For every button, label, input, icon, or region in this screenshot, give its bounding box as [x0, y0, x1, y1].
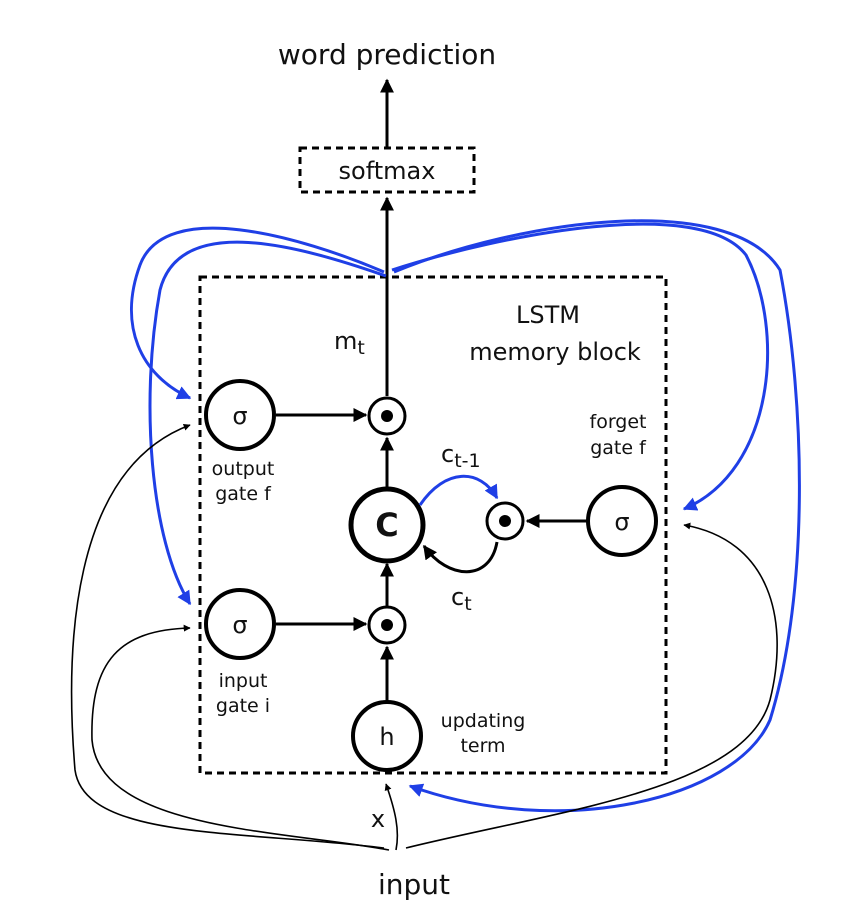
lstm-label: LSTM: [516, 301, 580, 329]
output-gate-label-2: gate f: [215, 483, 272, 505]
output-multiply-dot: [381, 410, 393, 422]
input-to-output-gate-line: [70, 423, 385, 849]
softmax-box: [298, 146, 476, 194]
forget-gate-label-2: gate f: [590, 437, 647, 459]
input-gate-label-1: input: [219, 670, 268, 692]
input-gate-node: [204, 588, 276, 660]
c-prev-recurrent-arrow: [418, 474, 499, 506]
c-prev-label: ct-1: [441, 440, 481, 472]
h-symbol: h: [379, 723, 394, 751]
memory-block-label: memory block: [469, 338, 641, 366]
input-to-updating-term-line: [384, 783, 399, 851]
c-t-label: ct: [451, 583, 472, 615]
forget-multiply-dot: [499, 515, 511, 527]
word-prediction-label: word prediction: [278, 38, 496, 71]
output-gate-node: [204, 379, 276, 451]
h-node: [351, 700, 423, 772]
input-multiply-dot: [381, 619, 393, 631]
recurrent-to-forget-gate: [391, 222, 769, 511]
output-gate-sigma: σ: [232, 402, 247, 430]
cell-symbol: C: [375, 506, 398, 544]
forget-gate-node: [586, 485, 658, 557]
softmax-label: softmax: [339, 157, 436, 185]
input-gate-sigma: σ: [232, 611, 247, 639]
updating-term-label-2: term: [460, 735, 505, 757]
updating-term-label-1: updating: [441, 710, 526, 732]
m-t-label: mt: [334, 327, 365, 359]
recurrent-to-input-gate: [148, 240, 387, 606]
recurrent-to-updating-term: [393, 219, 801, 813]
cell-node: [348, 486, 426, 564]
input-to-forget-gate-line: [405, 522, 778, 849]
recurrent-to-output-gate: [130, 226, 385, 400]
forget-gate-sigma: σ: [614, 508, 629, 536]
forget-gate-label-1: forget: [590, 411, 647, 433]
input-label: input: [378, 868, 450, 901]
lstm-memory-block: [198, 275, 668, 775]
output-gate-label-1: output: [212, 458, 275, 480]
input-to-input-gate-line: [91, 624, 390, 851]
x-label: x: [371, 805, 385, 833]
input-gate-label-2: gate i: [216, 695, 270, 717]
c-t-arrow: [422, 541, 499, 574]
